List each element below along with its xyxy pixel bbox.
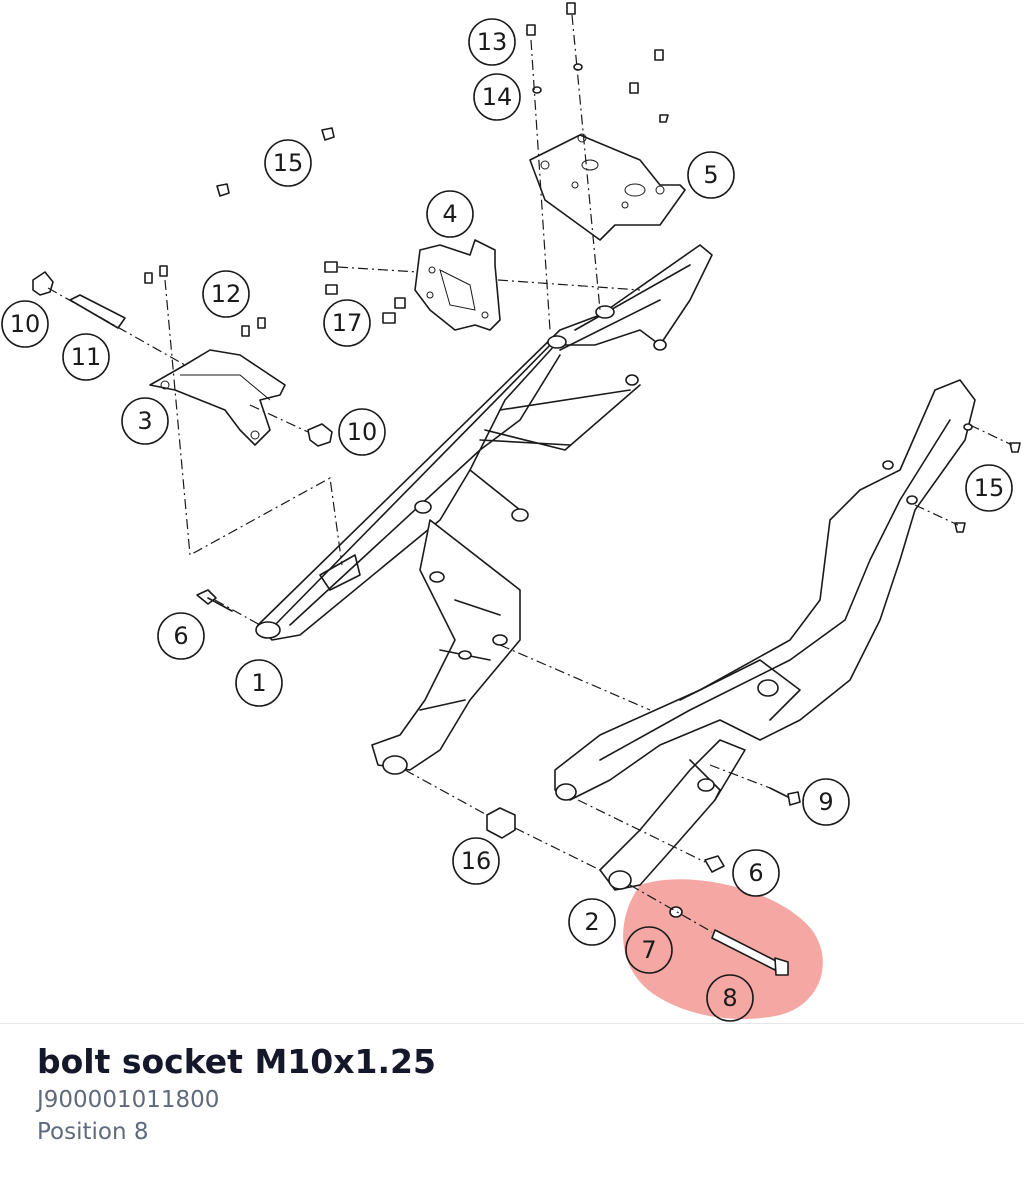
svg-text:6: 6: [173, 622, 188, 650]
svg-text:6: 6: [748, 859, 763, 887]
callout-11: 11: [62, 333, 110, 381]
svg-text:2: 2: [584, 908, 599, 936]
svg-text:14: 14: [482, 83, 513, 111]
assembly-lines: [47, 14, 1013, 933]
rear-swingarm: [554, 379, 976, 891]
svg-text:11: 11: [71, 343, 102, 371]
svg-text:15: 15: [273, 149, 304, 177]
svg-text:16: 16: [461, 847, 492, 875]
part-number: J900001011800: [37, 1087, 220, 1113]
callout-8[interactable]: 8: [706, 974, 754, 1022]
svg-text:10: 10: [10, 310, 41, 338]
svg-text:8: 8: [722, 984, 737, 1012]
callout-1: 1: [235, 659, 283, 707]
callout-12: 12: [202, 270, 250, 318]
top-bracket: [529, 133, 686, 241]
callout-10-right: 10: [338, 408, 386, 456]
callout-16: 16: [452, 837, 500, 885]
svg-text:7: 7: [641, 936, 656, 964]
callout-5: 5: [687, 151, 735, 199]
svg-text:1: 1: [251, 669, 266, 697]
svg-text:13: 13: [477, 28, 508, 56]
svg-text:15: 15: [974, 474, 1005, 502]
callout-13: 13: [468, 18, 516, 66]
callout-6-upper: 6: [157, 612, 205, 660]
callout-6-lower: 6: [732, 849, 780, 897]
svg-text:4: 4: [442, 200, 457, 228]
callout-17: 17: [323, 299, 371, 347]
svg-text:10: 10: [347, 418, 378, 446]
callout-15-top: 15: [264, 139, 312, 187]
svg-text:3: 3: [137, 407, 152, 435]
exploded-parts-diagram: 13 14 15 5 4 12 10 11 17 3 10 6 1 15 9 1…: [1, 2, 1021, 1022]
callout-14: 14: [473, 73, 521, 121]
svg-text:5: 5: [703, 161, 718, 189]
callout-10-left: 10: [1, 300, 49, 348]
part-title: bolt socket M10x1.25: [37, 1042, 436, 1081]
svg-text:12: 12: [211, 280, 242, 308]
rear-subframe: [255, 244, 713, 775]
divider: [0, 1023, 1024, 1024]
side-bracket: [149, 349, 286, 446]
fasteners: [32, 2, 1021, 976]
mounting-plate: [414, 239, 501, 331]
svg-text:9: 9: [818, 788, 833, 816]
callout-3: 3: [121, 397, 169, 445]
part-info-panel: bolt socket M10x1.25 J900001011800 Posit…: [37, 1040, 997, 1148]
callout-15-right: 15: [965, 464, 1013, 512]
callout-2: 2: [568, 898, 616, 946]
callout-9: 9: [802, 778, 850, 826]
svg-text:17: 17: [332, 309, 363, 337]
callout-4: 4: [426, 190, 474, 238]
callout-7: 7: [625, 926, 673, 974]
part-position: Position 8: [37, 1119, 149, 1145]
